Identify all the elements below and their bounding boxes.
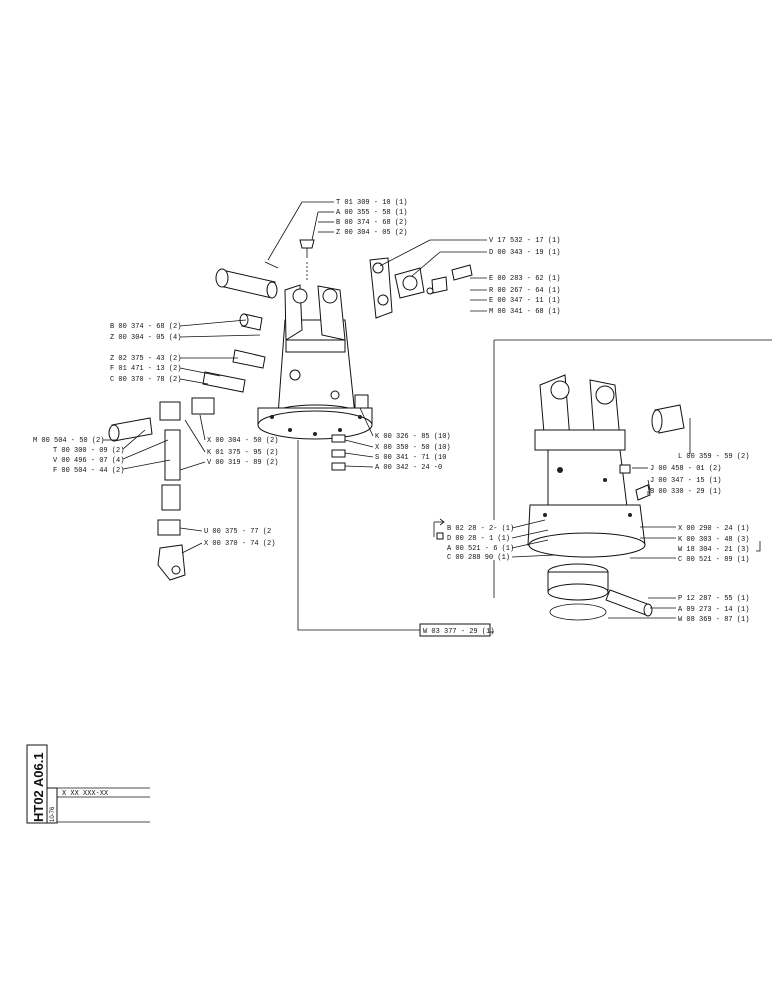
detail-frame [493, 339, 772, 598]
callout-main-1: A 00 355 - 58 (1) [336, 209, 407, 217]
callout-main-2: B 00 374 - 68 (2) [336, 219, 407, 227]
leader-lines [103, 201, 691, 633]
callout-detail-2: J 00 347 - 15 (1) [650, 477, 721, 485]
callout-detail-1: J 00 458 - 01 (2) [650, 465, 721, 473]
detail-callouts: L 00 359 - 59 (2) J 00 458 - 01 (2) J 00… [447, 453, 749, 624]
callout-main-8: E 00 347 - 11 (1) [489, 297, 560, 305]
callout-detail-8: X 00 290 - 24 (1) [678, 525, 749, 533]
callout-detail-14: W 08 369 - 87 (1) [678, 616, 749, 624]
callout-main-4: V 17 532 - 17 (1) [489, 237, 560, 245]
callout-main-17: V 00 496 - 07 (4) [53, 457, 124, 465]
callout-main-10: B 00 374 - 68 (2) [110, 323, 181, 331]
callout-main-20: K 01 375 - 95 (2) [207, 449, 278, 457]
placeholder-code: X XX XXX-XX [62, 790, 109, 798]
detail-connector-marks [434, 518, 761, 552]
callout-detail-7: C 00 288 90 (1) [447, 554, 510, 562]
grease-nipple [299, 239, 315, 282]
pivot-pin [215, 261, 279, 299]
callout-main-7: R 00 267 - 64 (1) [489, 287, 560, 295]
callout-main-6: E 00 283 - 62 (1) [489, 275, 560, 283]
title-block: HT02 A06.1 10-76 X XX XXX-XX [26, 744, 150, 824]
rotator-body [257, 319, 373, 440]
callout-detail-9: K 00 303 - 48 (3) [678, 536, 749, 544]
callout-detail-11: C 00 521 - 89 (1) [678, 556, 749, 564]
callout-main-18: F 00 504 - 44 (2) [53, 467, 124, 475]
callout-detail-0: L 00 359 - 59 (2) [678, 453, 749, 461]
link-plate [369, 257, 473, 319]
callout-main-3: Z 00 304 - 05 (2) [336, 229, 407, 237]
callout-main-11: Z 00 304 - 05 (4) [110, 334, 181, 342]
callout-main-9: M 00 341 - 68 (1) [489, 308, 560, 316]
callout-main-5: D 00 343 - 19 (1) [489, 249, 560, 257]
callout-main-0: T 01 309 - 10 (1) [336, 199, 407, 207]
detail-rotator [527, 374, 685, 621]
callout-main-15: M 00 504 - 50 (2) [33, 437, 104, 445]
flange-bolts [331, 394, 369, 471]
callout-main-24: S 00 341 - 71 (10 [375, 454, 446, 462]
callout-main-27: X 00 370 - 74 (2) [204, 540, 275, 548]
callout-main-22: K 00 326 - 85 (10) [375, 433, 451, 441]
callout-main-23: X 00 350 - 50 (10) [375, 444, 451, 452]
assembly-ref: W 03 377 - 29 (1) [419, 623, 494, 637]
callout-detail-3: B 00 330 - 29 (1) [650, 488, 721, 496]
callout-main-12: Z 02 375 - 43 (2) [110, 355, 181, 363]
callout-main-25: A 00 342 - 24 -0 [375, 464, 442, 472]
drawing-sub: 10-76 [50, 806, 56, 822]
callout-detail-4: B 02 28 - 2- (1) [447, 525, 514, 533]
callout-detail-12: P 12 287 - 55 (1) [678, 595, 749, 603]
callout-detail-5: D 00 28 - 1 (1) [447, 535, 510, 543]
drawing-code: HT02 A06.1 [31, 752, 46, 822]
assembly-ref-label: W 03 377 - 29 (1) [423, 628, 494, 636]
callout-detail-13: A 09 273 - 14 (1) [678, 606, 749, 614]
callout-main-14: C 00 370 - 78 (2) [110, 376, 181, 384]
hydraulic-fittings [108, 313, 266, 581]
callout-main-13: F 01 471 - 13 (2) [110, 365, 181, 373]
callout-main-26: U 00 375 - 77 (2 [204, 528, 271, 536]
callout-main-19: X 00 304 - 50 (2) [207, 437, 278, 445]
top-clevis [284, 284, 346, 353]
callout-main-21: V 00 319 - 89 (2) [207, 459, 278, 467]
callout-main-16: T 00 300 - 09 (2) [53, 447, 124, 455]
callout-detail-6: A 00 521 - 6 (1) [447, 545, 514, 553]
callout-detail-10: W 18 304 - 21 (3) [678, 546, 749, 554]
main-callouts: T 01 309 - 10 (1) A 00 355 - 58 (1) B 00… [33, 199, 560, 548]
